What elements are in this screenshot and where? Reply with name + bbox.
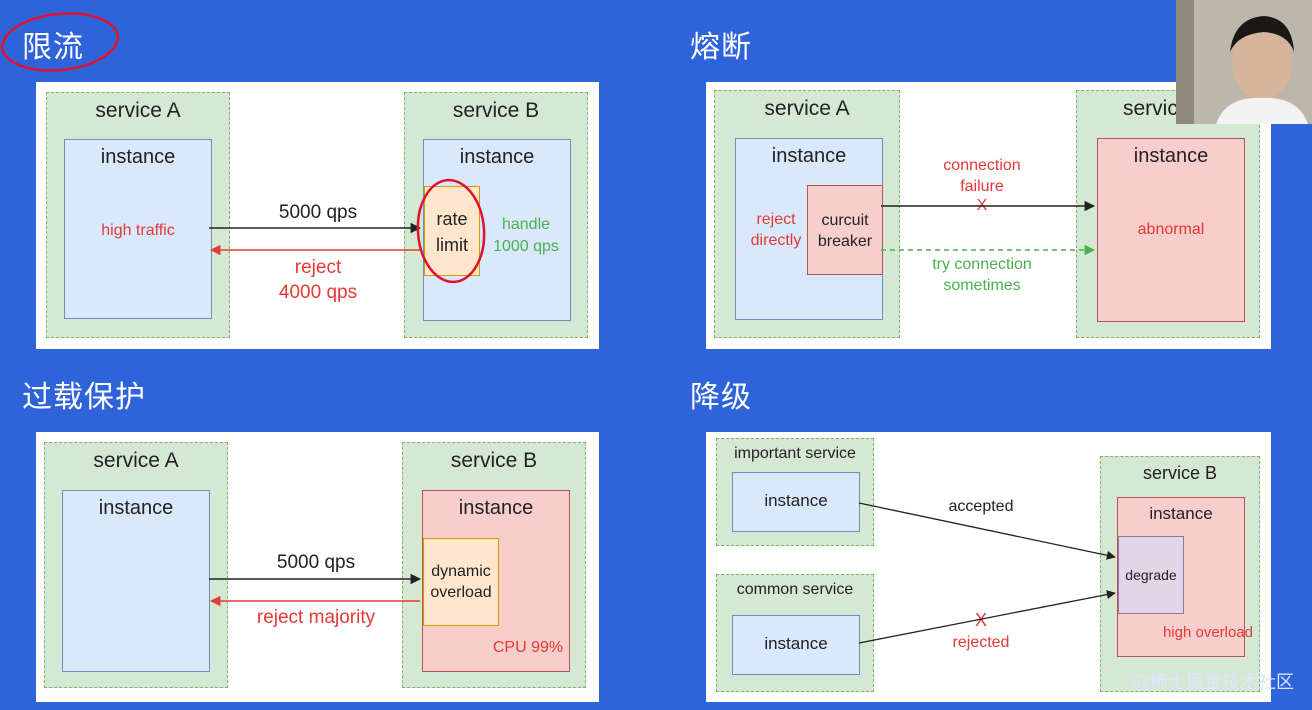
circuit-breaker-box: curcuit breaker <box>807 185 883 275</box>
dynamic-label: dynamic <box>431 563 491 580</box>
service-b-group: service B instance rate limit handle 100… <box>404 92 588 338</box>
presenter-image <box>1176 0 1312 124</box>
instance-b-title: instance <box>1133 145 1209 167</box>
service-b-label: service B <box>1142 463 1218 483</box>
service-b-label: servic <box>1123 97 1178 120</box>
reject-majority-label: reject majority <box>256 607 376 628</box>
qps-label: 5000 qps <box>276 552 356 573</box>
circuit-break-diagram: service A instance reject directly curcu… <box>706 82 1271 349</box>
instance-b-title: instance <box>459 146 535 168</box>
important-service-group: important service instance <box>716 438 874 546</box>
directly-label: directly <box>750 232 802 249</box>
breaker-label: breaker <box>817 233 873 250</box>
curcuit-label: curcuit <box>821 212 869 229</box>
dynamic-overload-box: dynamic overload <box>423 538 499 626</box>
service-b-group: service B instance degrade high overload <box>1100 456 1260 692</box>
instance-a-title: instance <box>98 497 174 519</box>
service-b-label: service B <box>452 99 540 122</box>
failure-label: failure <box>960 178 1004 195</box>
instance-a-title: instance <box>100 146 176 168</box>
service-a-label: service A <box>93 449 179 472</box>
qps-label: 5000 qps <box>278 202 358 223</box>
common-service-label: common service <box>736 581 854 598</box>
reject-label: reject <box>756 211 796 228</box>
common-service-group: common service instance <box>716 574 874 692</box>
service-a-label: service A <box>764 97 850 120</box>
service-a-group: service A instance high traffic <box>46 92 230 338</box>
abnormal-label: abnormal <box>1137 221 1205 238</box>
rate-label: rate <box>436 209 468 229</box>
instance-b-box: instance degrade high overload <box>1117 497 1253 657</box>
high-traffic-label: high traffic <box>101 222 175 239</box>
rejected-label: rejected <box>952 634 1010 651</box>
degrade-diagram: important service instance common servic… <box>706 432 1271 702</box>
instance-a-title: instance <box>771 145 847 167</box>
heading-overload: 过载保护 <box>22 380 146 415</box>
heading-circuit-break: 熔断 <box>690 30 752 65</box>
rejected-x-mark: X <box>974 610 987 630</box>
heading-rate-limit: 限流 <box>22 30 84 65</box>
instance-b-title: instance <box>458 497 534 519</box>
rate-limit-box: rate limit <box>424 186 480 276</box>
service-a-label: service A <box>95 99 181 122</box>
service-b-group: servic instance abnormal <box>1076 90 1260 338</box>
accepted-label: accepted <box>948 498 1014 515</box>
service-b-group: service B instance dynamic overload CPU … <box>402 442 586 688</box>
rate-limit-diagram: service A instance high traffic service … <box>36 82 599 349</box>
reject-qps-label: 4000 qps <box>278 282 358 303</box>
important-instance-title: instance <box>764 491 828 510</box>
reject-label: reject <box>294 257 342 278</box>
instance-b-title: instance <box>1149 504 1213 523</box>
instance-b-box: instance rate limit handle 1000 qps <box>423 139 571 321</box>
instance-b-box: instance abnormal <box>1097 138 1245 322</box>
instance-a-box: instance reject directly curcuit breaker <box>735 138 883 320</box>
common-instance-box: instance <box>732 615 860 675</box>
heading-degrade: 降级 <box>690 380 752 415</box>
watermark: @稀土掘金技术社区 <box>1132 672 1294 693</box>
cpu-label: CPU 99% <box>492 639 564 656</box>
degrade-label: degrade <box>1125 567 1177 583</box>
try-connection-label: try connection <box>932 256 1032 273</box>
important-service-label: important service <box>734 445 856 462</box>
instance-a-box: instance <box>62 490 210 672</box>
important-instance-box: instance <box>732 472 860 532</box>
overload-diagram: service A instance service B instance dy… <box>36 432 599 702</box>
sometimes-label: sometimes <box>943 277 1021 294</box>
degrade-box: degrade <box>1118 536 1184 614</box>
service-b-label: service B <box>450 449 538 472</box>
webcam-overlay <box>1176 0 1312 124</box>
instance-b-box: instance dynamic overload CPU 99% <box>422 490 570 672</box>
instance-a-box: instance high traffic <box>64 139 212 319</box>
service-a-group: service A instance reject directly curcu… <box>714 90 900 338</box>
overload-label: overload <box>430 584 492 601</box>
failure-x-mark: X <box>976 197 988 214</box>
high-overload-label: high overload <box>1162 624 1254 641</box>
handle-label: handle <box>501 216 551 233</box>
common-instance-title: instance <box>764 634 828 653</box>
service-a-group: service A instance <box>44 442 228 688</box>
handle-qps-label: 1000 qps <box>493 238 559 255</box>
limit-label: limit <box>436 235 468 255</box>
connection-label: connection <box>943 157 1021 174</box>
